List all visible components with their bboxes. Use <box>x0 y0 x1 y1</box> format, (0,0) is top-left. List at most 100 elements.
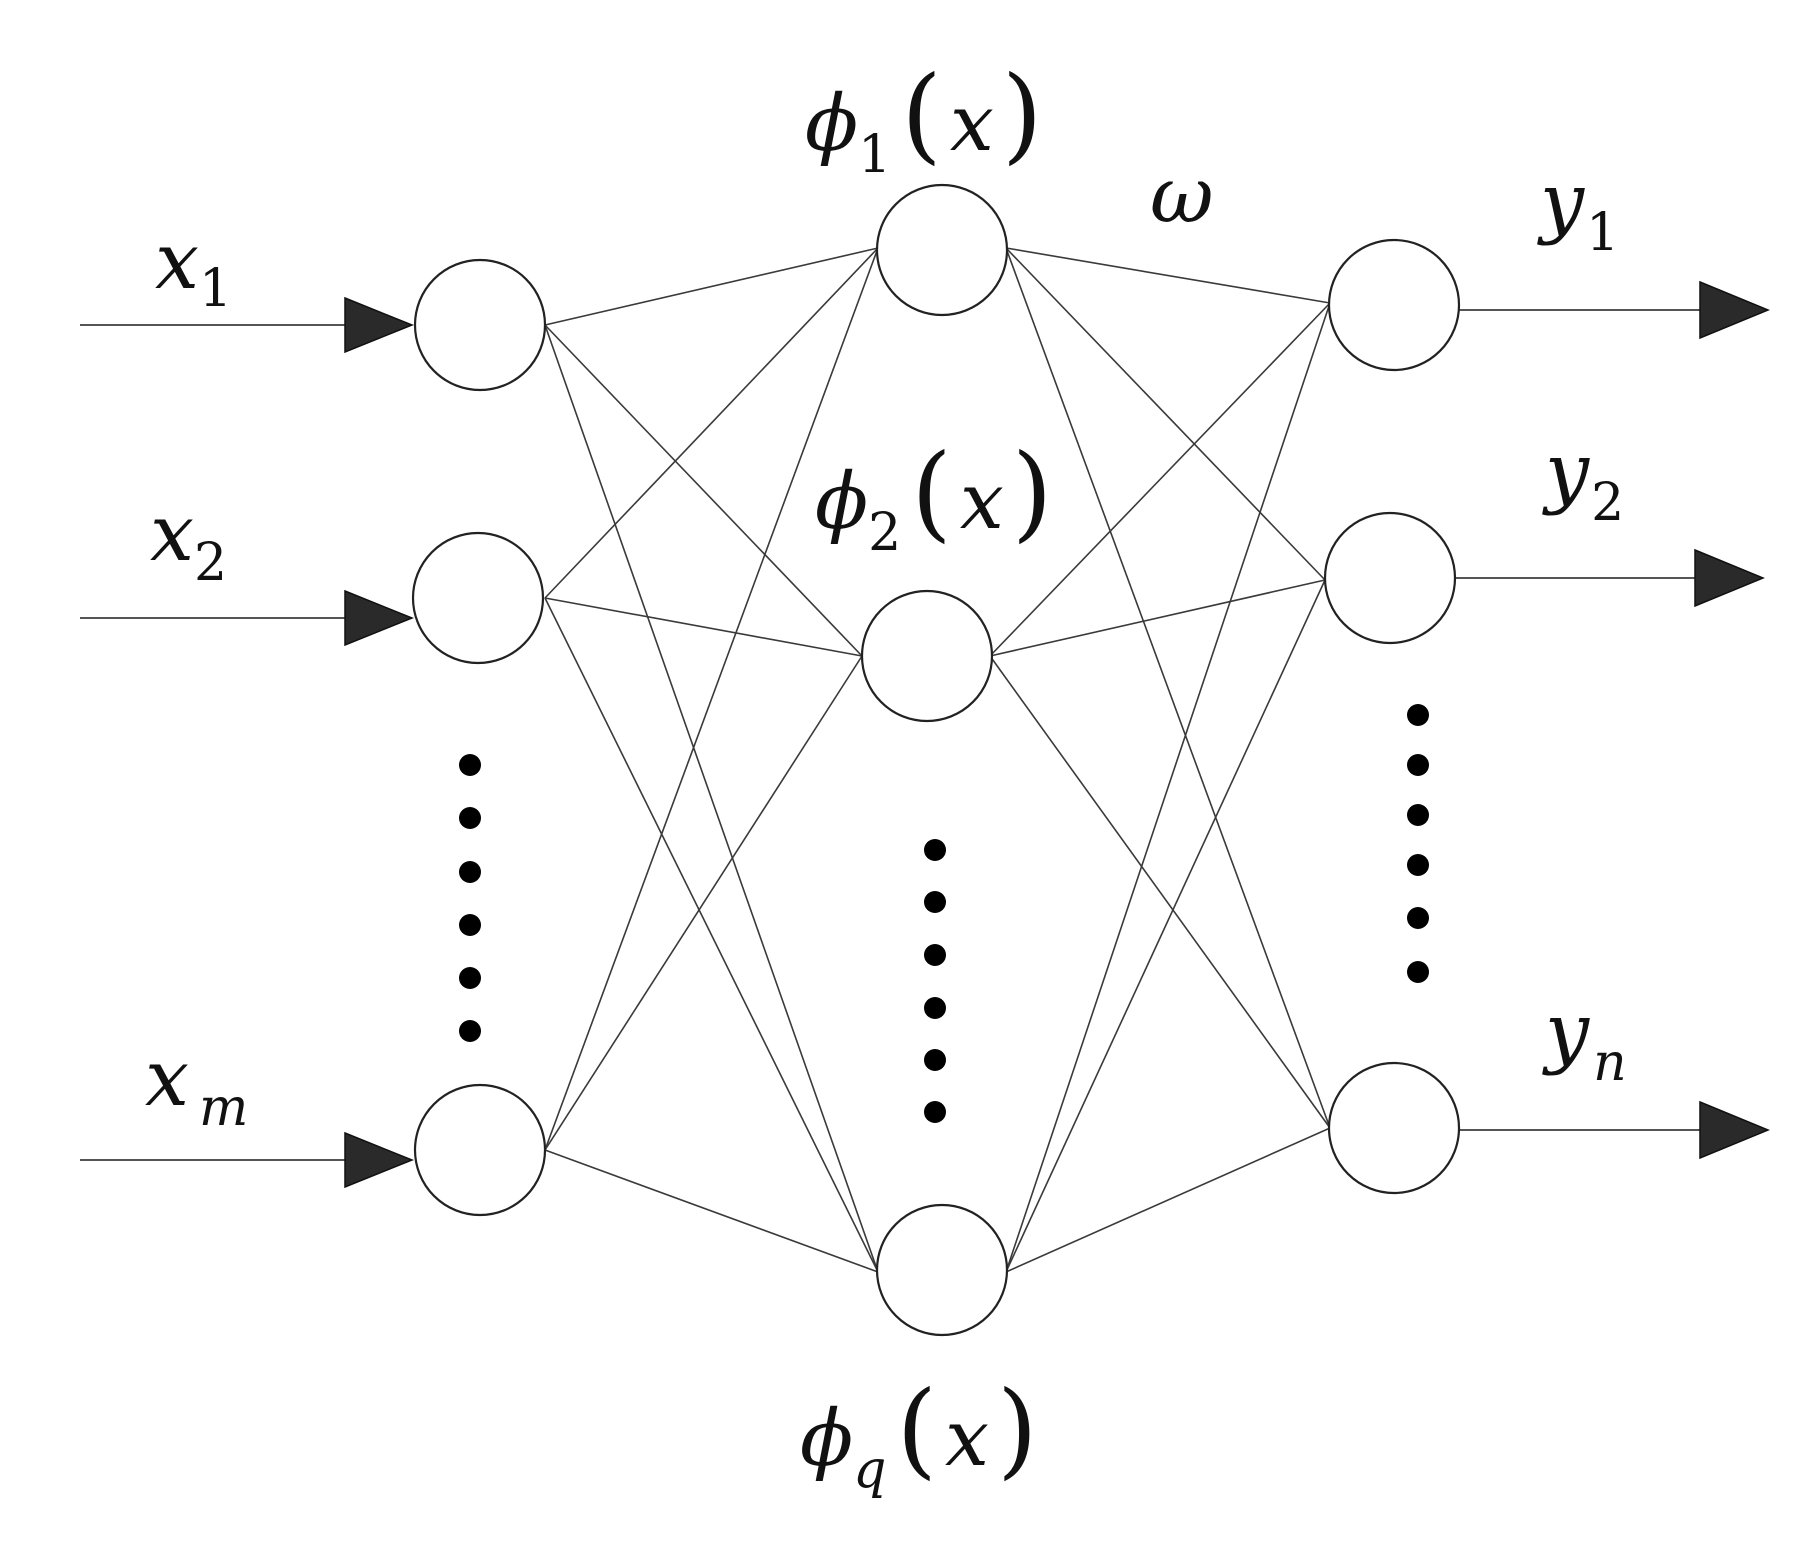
ellipsis-dot <box>459 967 481 989</box>
output-layer <box>1323 238 1461 1195</box>
input-arrowhead-2 <box>344 589 415 647</box>
connection-phi2-y2 <box>989 579 1326 657</box>
input-symbol: x <box>145 1034 189 1124</box>
input-subscript: 1 <box>199 259 232 319</box>
input-arrowhead-m <box>344 1131 415 1189</box>
hidden-symbol: ϕ <box>805 79 858 169</box>
weight-label: ω <box>1150 151 1214 241</box>
ellipsis-dot <box>1407 754 1429 776</box>
output-subscript: 2 <box>1591 473 1624 533</box>
hidden-layer <box>860 183 1009 1337</box>
input-node-1 <box>413 258 547 392</box>
output-subscript: n <box>1593 1033 1627 1093</box>
output-subscript: 1 <box>1586 203 1619 263</box>
hidden-symbol: ϕ <box>815 457 868 547</box>
ellipsis-dot <box>1407 804 1429 826</box>
open-paren: ( <box>896 1368 937 1490</box>
connection-phi1-y1 <box>1005 247 1331 304</box>
hidden-ellipsis <box>924 839 946 1123</box>
output-arrowhead-n <box>1699 1100 1770 1160</box>
output-arrowhead-2 <box>1694 548 1765 608</box>
connection-xm-phi2 <box>544 655 863 1151</box>
connection-x1-phi2 <box>544 324 863 657</box>
connection-x1-phi1 <box>544 247 879 326</box>
connection-x2-phi2 <box>544 597 863 657</box>
connection-phi1-yn <box>1005 247 1331 1129</box>
hidden-argument: x <box>950 79 994 169</box>
ellipsis-dot <box>1407 854 1429 876</box>
input-symbol: x <box>155 217 199 307</box>
output-ellipsis <box>1407 704 1429 983</box>
ellipsis-dot <box>459 807 481 829</box>
ellipsis-dot <box>459 1020 481 1042</box>
ellipsis-dot <box>1407 961 1429 983</box>
input-label-1: x1 <box>155 217 232 319</box>
ellipsis-dot <box>1407 704 1429 726</box>
input-symbol: x <box>150 489 194 579</box>
connection-phi1-y2 <box>1005 247 1326 581</box>
ellipsis-dot <box>924 1049 946 1071</box>
open-paren: ( <box>901 53 942 175</box>
hidden-symbol: ϕ <box>800 1394 853 1484</box>
input-layer <box>411 258 547 1217</box>
output-label-1: y1 <box>1537 157 1619 263</box>
input-subscript: m <box>199 1078 248 1138</box>
connection-xm-phi1 <box>544 247 879 1151</box>
output-labels: y1 y2 yn <box>1537 157 1627 1093</box>
input-arrows <box>80 296 415 1189</box>
hidden-labels: ϕ1(x) ϕ2(x) ϕq(x) <box>800 53 1052 1500</box>
output-label-2: y2 <box>1542 427 1624 533</box>
hidden-label-2: ϕ2(x) <box>815 431 1052 563</box>
connection-x1-phiq <box>544 324 879 1273</box>
hidden-subscript: 1 <box>858 125 891 185</box>
connection-x2-phiq <box>544 597 879 1273</box>
output-node-1 <box>1327 238 1461 372</box>
input-arrowhead-1 <box>344 296 415 354</box>
hidden-node-q <box>875 1203 1009 1337</box>
output-node-2 <box>1323 511 1457 645</box>
connection-phiq-yn <box>1005 1127 1331 1273</box>
ellipsis-dot <box>1407 907 1429 929</box>
connection-phi2-y1 <box>989 302 1331 657</box>
hidden-node-1 <box>875 183 1009 317</box>
connections <box>544 247 1331 1273</box>
ellipsis-dot <box>459 861 481 883</box>
hidden-node-2 <box>860 589 994 723</box>
hidden-label-1: ϕ1(x) <box>805 53 1042 185</box>
output-arrowhead-1 <box>1699 280 1770 340</box>
close-paren: ) <box>1012 431 1053 553</box>
input-subscript: 2 <box>194 533 227 593</box>
output-symbol: y <box>1542 427 1590 517</box>
ellipsis-dot <box>924 1101 946 1123</box>
ellipsis-dot <box>924 997 946 1019</box>
connection-phiq-y1 <box>1005 302 1331 1273</box>
hidden-subscript: q <box>853 1440 886 1500</box>
input-ellipsis <box>459 754 481 1042</box>
ellipsis-dot <box>459 754 481 776</box>
open-paren: ( <box>911 431 952 553</box>
hidden-argument: x <box>945 1394 989 1484</box>
close-paren: ) <box>997 1368 1038 1490</box>
connection-x2-phi1 <box>544 247 879 599</box>
ellipsis-dot <box>459 914 481 936</box>
output-label-n: yn <box>1542 987 1627 1093</box>
ellipsis-dot <box>924 891 946 913</box>
hidden-label-q: ϕq(x) <box>800 1368 1038 1500</box>
output-arrows <box>1455 280 1770 1160</box>
connection-phiq-y2 <box>1005 579 1326 1273</box>
connection-xm-phiq <box>544 1149 879 1273</box>
ellipsis-dot <box>924 944 946 966</box>
hidden-argument: x <box>960 457 1004 547</box>
connection-phi2-yn <box>989 655 1331 1129</box>
hidden-subscript: 2 <box>868 503 901 563</box>
input-node-2 <box>411 531 545 665</box>
input-node-m <box>413 1083 547 1217</box>
output-symbol: y <box>1537 157 1585 247</box>
input-label-2: x2 <box>150 489 227 593</box>
output-node-n <box>1327 1061 1461 1195</box>
output-symbol: y <box>1542 987 1590 1077</box>
ellipsis-dot <box>924 839 946 861</box>
